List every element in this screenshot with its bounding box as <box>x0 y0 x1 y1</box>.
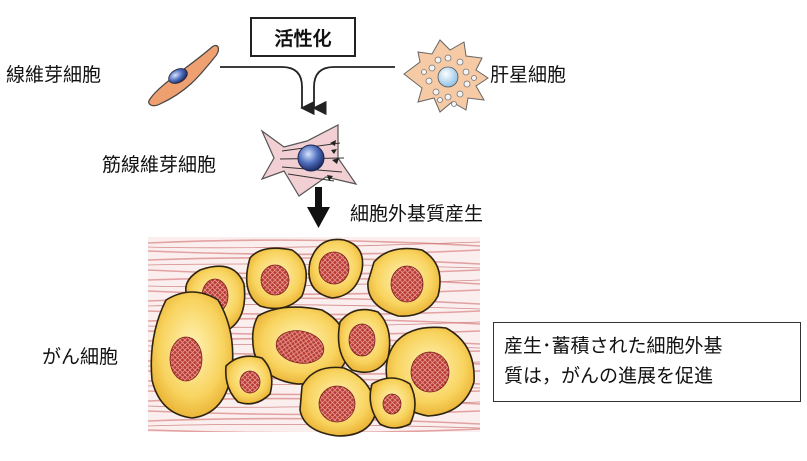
fibroblast-cell <box>149 45 219 105</box>
activation-box: 活性化 <box>250 17 356 57</box>
activation-arrows <box>220 67 395 108</box>
cancer-cell <box>247 248 307 308</box>
hepatic-stellate-cell <box>404 40 488 112</box>
ecm-arrow <box>307 187 330 228</box>
fibroblast-label: 線維芽細胞 <box>6 66 101 85</box>
cancer-cell <box>226 356 272 404</box>
cancer-cell <box>151 292 232 418</box>
note-line-2: 質は，がんの進展を促進 <box>504 361 790 391</box>
cancer-cell <box>370 378 415 428</box>
hepatic-stellate-label: 肝星細胞 <box>490 66 566 85</box>
myofibroblast-label: 筋線維芽細胞 <box>102 156 216 175</box>
cancer-cell <box>368 249 440 317</box>
myofibroblast-cell <box>262 125 356 196</box>
cancer-cell <box>339 310 390 373</box>
ecm-production-label: 細胞外基質産生 <box>350 205 483 224</box>
activation-label: 活性化 <box>274 24 331 51</box>
cancer-cell-label: がん細胞 <box>42 348 118 367</box>
note-box: 産生･蓄積された細胞外基 質は，がんの進展を促進 <box>493 322 801 402</box>
note-line-1: 産生･蓄積された細胞外基 <box>504 331 790 361</box>
